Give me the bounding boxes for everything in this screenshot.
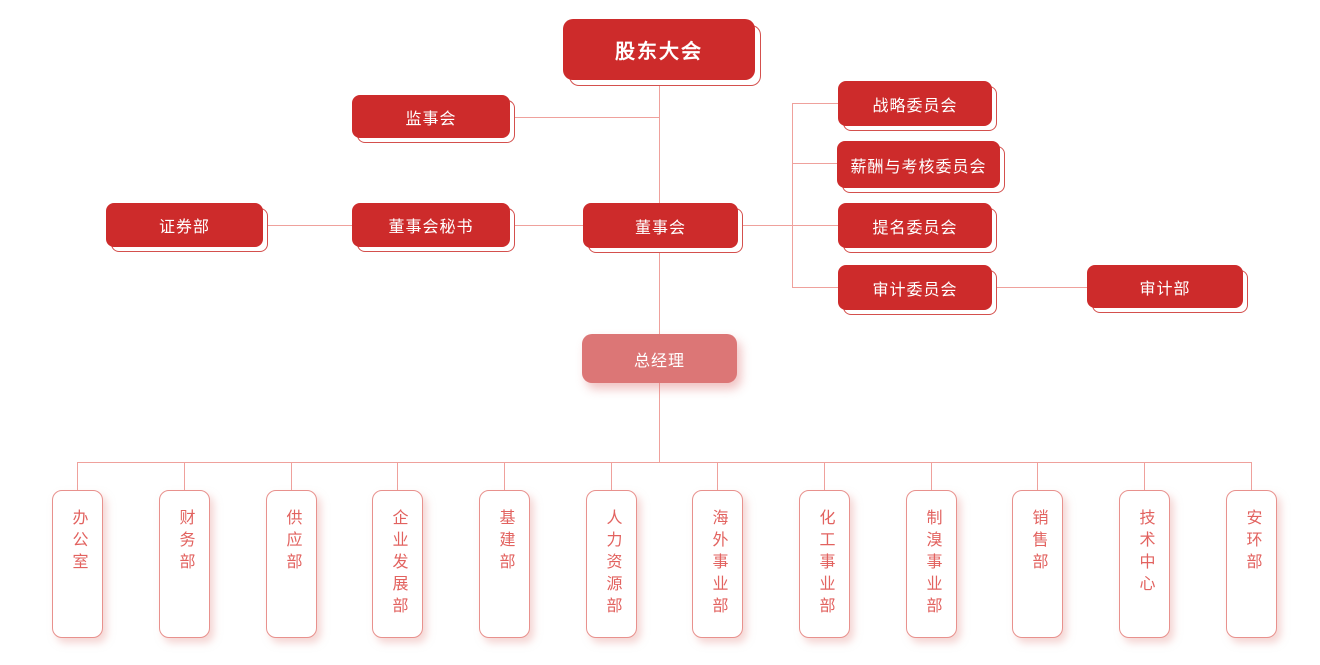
connector-dept-stub bbox=[611, 462, 612, 490]
connector-dept-stub bbox=[1251, 462, 1252, 490]
node-board-of-directors: 董事会 bbox=[583, 203, 738, 248]
dept-label: 海外事业部 bbox=[709, 509, 727, 619]
connector-dept-stub bbox=[824, 462, 825, 490]
connector-gm-bus bbox=[659, 383, 660, 462]
connector-secretary-board bbox=[510, 225, 583, 226]
node-audit-committee: 审计委员会 bbox=[838, 265, 992, 310]
node-general-manager: 总经理 bbox=[582, 334, 737, 383]
node-board-secretary: 董事会秘书 bbox=[352, 203, 510, 247]
node-securities-dept: 证券部 bbox=[106, 203, 263, 247]
dept-label: 化工事业部 bbox=[816, 509, 834, 619]
node-shareholders-meeting: 股东大会 bbox=[563, 19, 755, 80]
dept-bromine-division: 制溴事业部 bbox=[906, 490, 957, 638]
connector-dept-stub bbox=[1144, 462, 1145, 490]
node-audit-dept: 审计部 bbox=[1087, 265, 1243, 308]
connector-dept-stub bbox=[717, 462, 718, 490]
dept-chemical-division: 化工事业部 bbox=[799, 490, 850, 638]
dept-supply: 供应部 bbox=[266, 490, 317, 638]
connector-audit-dept bbox=[992, 287, 1087, 288]
connector-remuneration bbox=[792, 163, 837, 164]
connector-supervisory bbox=[510, 117, 660, 118]
dept-label: 供应部 bbox=[283, 509, 301, 575]
dept-label: 办公室 bbox=[69, 509, 87, 575]
dept-label: 安环部 bbox=[1243, 509, 1261, 575]
dept-human-resources: 人力资源部 bbox=[586, 490, 637, 638]
connector-dept-stub bbox=[504, 462, 505, 490]
connector-shareholders-board bbox=[659, 80, 660, 203]
dept-infrastructure: 基建部 bbox=[479, 490, 530, 638]
dept-label: 企业发展部 bbox=[389, 509, 407, 619]
node-supervisory-board: 监事会 bbox=[352, 95, 510, 138]
dept-label: 制溴事业部 bbox=[923, 509, 941, 619]
dept-enterprise-development: 企业发展部 bbox=[372, 490, 423, 638]
dept-technology-center: 技术中心 bbox=[1119, 490, 1170, 638]
connector-dept-stub bbox=[184, 462, 185, 490]
dept-office: 办公室 bbox=[52, 490, 103, 638]
node-nomination-committee: 提名委员会 bbox=[838, 203, 992, 248]
connector-dept-stub bbox=[1037, 462, 1038, 490]
dept-label: 基建部 bbox=[496, 509, 514, 575]
connector-board-committees bbox=[738, 225, 838, 226]
dept-label: 技术中心 bbox=[1136, 509, 1154, 597]
node-remuneration-committee: 薪酬与考核委员会 bbox=[837, 141, 1000, 188]
connector-committee-bus bbox=[792, 103, 793, 288]
connector-dept-stub bbox=[291, 462, 292, 490]
connector-dept-stub bbox=[397, 462, 398, 490]
node-strategy-committee: 战略委员会 bbox=[838, 81, 992, 126]
connector-board-gm bbox=[659, 248, 660, 334]
connector-dept-stub bbox=[77, 462, 78, 490]
connector-securities bbox=[263, 225, 352, 226]
dept-label: 销售部 bbox=[1029, 509, 1047, 575]
connector-dept-stub bbox=[931, 462, 932, 490]
connector-audit-committee bbox=[792, 287, 838, 288]
dept-label: 人力资源部 bbox=[603, 509, 621, 619]
connector-dept-bus bbox=[77, 462, 1252, 463]
dept-label: 财务部 bbox=[176, 509, 194, 575]
dept-sales: 销售部 bbox=[1012, 490, 1063, 638]
dept-finance: 财务部 bbox=[159, 490, 210, 638]
connector-strategy bbox=[792, 103, 838, 104]
dept-overseas-division: 海外事业部 bbox=[692, 490, 743, 638]
dept-safety-environment: 安环部 bbox=[1226, 490, 1277, 638]
